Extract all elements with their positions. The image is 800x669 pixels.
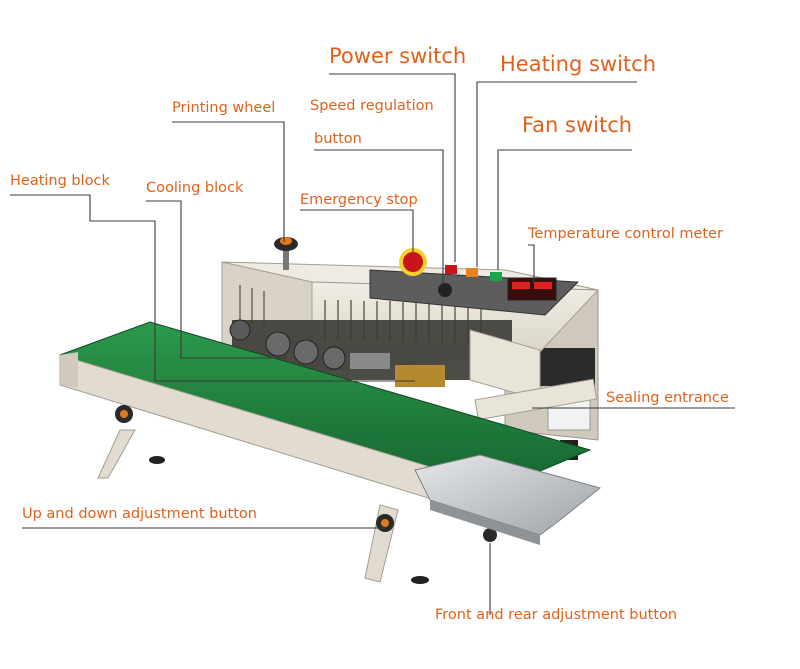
label-fan-switch: Fan switch: [522, 113, 633, 137]
leader-lines: [10, 73, 735, 615]
label-printing-wheel: Printing wheel: [172, 100, 276, 116]
side-window: [540, 348, 595, 386]
front-rear-knob: [483, 528, 497, 542]
line-fan-switch: [497, 149, 632, 270]
printing-wheel-knob: [274, 237, 298, 270]
label-speed-regulation-line1: Speed regulation: [310, 98, 434, 114]
label-heating-switch: Heating switch: [500, 52, 657, 76]
heating-switch-rocker: [466, 268, 478, 277]
label-power-switch: Power switch: [329, 44, 467, 68]
label-heating-block: Heating block: [10, 173, 110, 189]
line-temperature-meter: [528, 244, 535, 285]
label-emergency-stop: Emergency stop: [300, 192, 418, 208]
fan-switch-rocker: [490, 272, 502, 281]
speed-knob: [438, 283, 452, 297]
power-switch-rocker: [445, 265, 457, 274]
line-speed-regulation: [314, 149, 444, 285]
output-tray: [414, 454, 602, 545]
label-front-rear-adjustment-button: Front and rear adjustment button: [435, 607, 678, 623]
line-heating-block: [10, 194, 415, 382]
control-panel: [369, 248, 580, 316]
emergency-stop-button: [399, 248, 427, 276]
label-speed-regulation-line2: button: [314, 131, 362, 147]
conveyor: [58, 321, 592, 584]
heating-block-plate: [395, 365, 445, 387]
label-up-down-adjustment-button: Up and down adjustment button: [22, 506, 257, 522]
line-heating-switch: [476, 81, 637, 267]
line-power-switch: [329, 73, 456, 262]
line-printing-wheel: [172, 121, 285, 242]
label-cooling-block: Cooling block: [146, 180, 244, 196]
line-emergency-stop: [300, 209, 414, 252]
line-cooling-block: [146, 200, 287, 359]
label-temperature-control-meter: Temperature control meter: [528, 226, 723, 242]
label-sealing-entrance: Sealing entrance: [606, 390, 729, 406]
